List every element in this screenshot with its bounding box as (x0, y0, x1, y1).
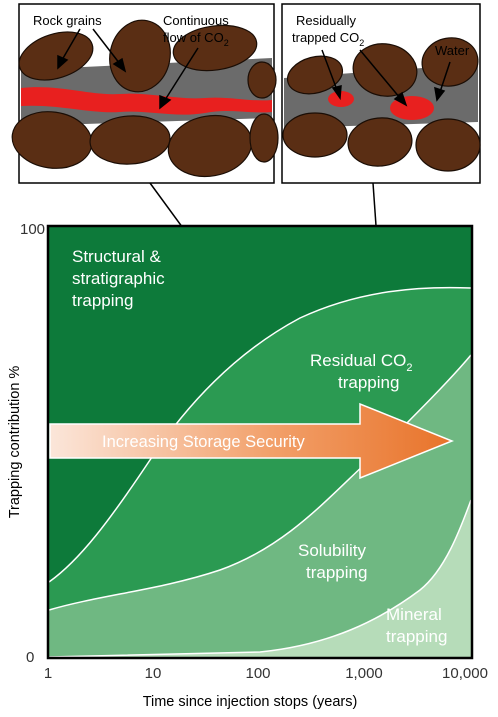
right-inset-pointers (321, 49, 451, 107)
residual-label-line2: trapping (338, 373, 399, 392)
rock-grains (282, 37, 481, 172)
y-tick-100: 100 (20, 221, 45, 238)
mineral-label-line1: Mineral (386, 605, 442, 624)
chart-frame (46, 224, 474, 660)
region-mineral (49, 500, 471, 657)
residual-label-line1: Residual CO2 (310, 351, 413, 374)
left-inset-pointers (57, 28, 199, 110)
region-boundaries (48, 286, 472, 658)
y-axis-title: Trapping contribution % (7, 366, 23, 519)
continuous-flow-label-line2: flow of CO2 (163, 30, 229, 48)
x-tick-1: 1 (44, 665, 52, 682)
residual-label-line2: trapped CO2 (292, 30, 364, 48)
x-tick-100: 100 (245, 665, 270, 682)
chart-area: Structural & stratigraphic trapping Resi… (7, 221, 488, 710)
x-tick-10: 10 (145, 665, 162, 682)
rock-grains (11, 19, 279, 178)
structural-label-line2: stratigraphic (72, 269, 165, 288)
storage-security-label: Increasing Storage Security (102, 433, 305, 451)
region-solubility (49, 355, 471, 657)
residual-co2-blob (328, 91, 354, 107)
left-inset: Rock grains Continuous flow of CO2 (11, 3, 279, 184)
rock-grains-label: Rock grains (33, 13, 102, 28)
residual-label-line1: Residually (296, 13, 356, 28)
solubility-label-line2: trapping (306, 563, 367, 582)
right-inset: Residually trapped CO2 Water (281, 3, 481, 184)
mineral-label-line2: trapping (386, 627, 447, 646)
x-tick-1000: 1,000 (345, 665, 383, 682)
x-tick-10000: 10,000 (442, 665, 488, 682)
solubility-label-line1: Solubility (298, 541, 367, 560)
co2-continuous-flow (21, 87, 272, 115)
water-label: Water (435, 43, 470, 58)
storage-security-arrow (49, 402, 455, 480)
structural-label-line3: trapping (72, 291, 133, 310)
structural-label-line1: Structural & (72, 247, 161, 266)
y-tick-0: 0 (26, 649, 34, 666)
continuous-flow-label-line1: Continuous (163, 13, 229, 28)
x-axis-title: Time since injection stops (years) (143, 694, 358, 710)
